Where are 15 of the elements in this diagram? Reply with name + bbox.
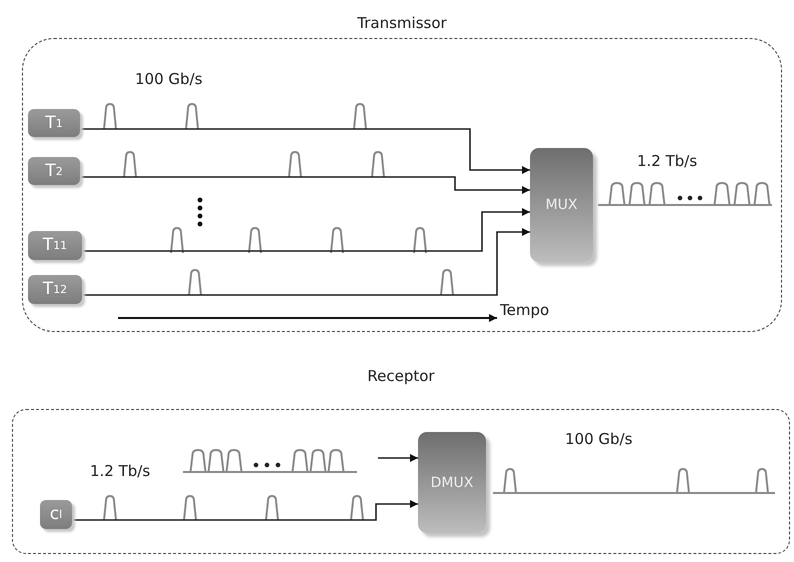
- multiplexer-block: MUX: [530, 148, 593, 262]
- multiplexer-block: DMUX: [418, 432, 486, 533]
- arrow: [378, 454, 418, 462]
- rate-label: 100 Gb/s: [565, 430, 632, 448]
- arrow: [80, 128, 530, 174]
- rate-label: 100 Gb/s: [135, 70, 202, 88]
- arrow: [82, 228, 530, 296]
- group-title: Receptor: [366, 367, 436, 385]
- arrow: [72, 500, 418, 521]
- group-title: Transmissor: [356, 14, 448, 32]
- arrow: [80, 176, 530, 194]
- rate-label: 1.2 Tb/s: [90, 462, 150, 480]
- arrow: [82, 208, 530, 252]
- rate-label: 1.2 Tb/s: [637, 152, 698, 170]
- axis-label: Tempo: [500, 301, 550, 319]
